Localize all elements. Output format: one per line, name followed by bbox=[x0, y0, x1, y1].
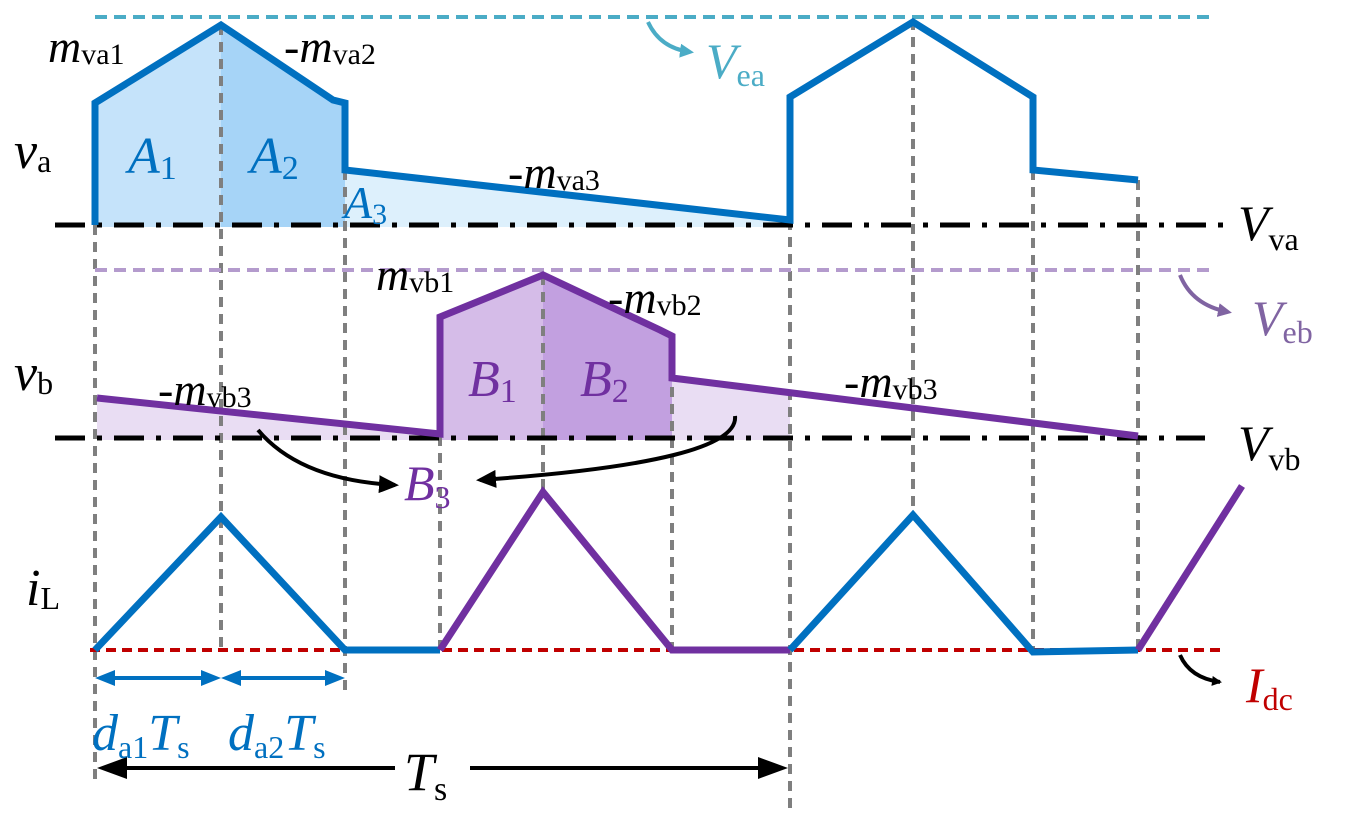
vea-label: Vea bbox=[706, 33, 765, 93]
area-a2-label: A2 bbox=[247, 128, 299, 187]
mvb3-left-label: -mvb3 bbox=[158, 364, 252, 415]
va-label: va bbox=[14, 123, 51, 180]
idc-pointer-arrow bbox=[1178, 654, 1222, 686]
mvb1-label: mvb1 bbox=[376, 249, 454, 300]
il-waveform-a1 bbox=[92, 511, 440, 654]
area-A2 bbox=[221, 25, 345, 227]
il-label: iL bbox=[26, 560, 60, 617]
area-a3-label: A3 bbox=[341, 177, 387, 231]
da2ts-label: da2Ts bbox=[228, 705, 326, 765]
da2-arrow-left-head bbox=[221, 670, 241, 686]
area-a1-label: A1 bbox=[125, 128, 177, 187]
veb-pointer-arrow bbox=[1178, 274, 1232, 317]
idc-label: Idc bbox=[1245, 657, 1293, 717]
area-A1 bbox=[95, 25, 221, 227]
b3-right-pointer-arrow bbox=[476, 415, 738, 488]
mvb2-label: -mvb2 bbox=[608, 272, 702, 323]
il-waveform-a2 bbox=[787, 509, 1139, 656]
area-b3-label: B3 bbox=[404, 455, 451, 515]
da1ts-label: da1Ts bbox=[92, 705, 190, 765]
il-waveform-b2 bbox=[1135, 484, 1245, 652]
il-waveform-b1 bbox=[437, 486, 790, 654]
area-B2 bbox=[543, 275, 672, 440]
vb-label: vb bbox=[14, 345, 53, 402]
area-b2-label: B2 bbox=[580, 351, 629, 410]
vea-pointer-arrow bbox=[646, 21, 694, 58]
va-waveform bbox=[91, 17, 1139, 225]
da1-arrow-left-head bbox=[95, 670, 115, 686]
vvb-label: Vvb bbox=[1238, 415, 1301, 477]
ts-label: Ts bbox=[404, 742, 447, 808]
da2-arrow-right-head bbox=[325, 670, 345, 686]
ts-arrow-left-head bbox=[97, 757, 127, 779]
vb-waveform bbox=[96, 271, 1139, 440]
mvb3-right-label: -mvb3 bbox=[844, 356, 938, 407]
mva3-label: -mva3 bbox=[508, 147, 600, 198]
b3-left-pointer-arrow bbox=[256, 428, 399, 494]
area-B1 bbox=[440, 275, 543, 440]
da1-arrow-right-head bbox=[201, 670, 221, 686]
mva2-label: -mva2 bbox=[284, 21, 376, 72]
ts-arrow-right-head bbox=[758, 757, 788, 779]
veb-label: Veb bbox=[1252, 290, 1313, 350]
area-B3-right bbox=[672, 378, 790, 440]
vva-label: Vva bbox=[1238, 195, 1299, 257]
area-b1-label: B1 bbox=[468, 351, 517, 410]
mva1-label: mva1 bbox=[48, 21, 125, 72]
